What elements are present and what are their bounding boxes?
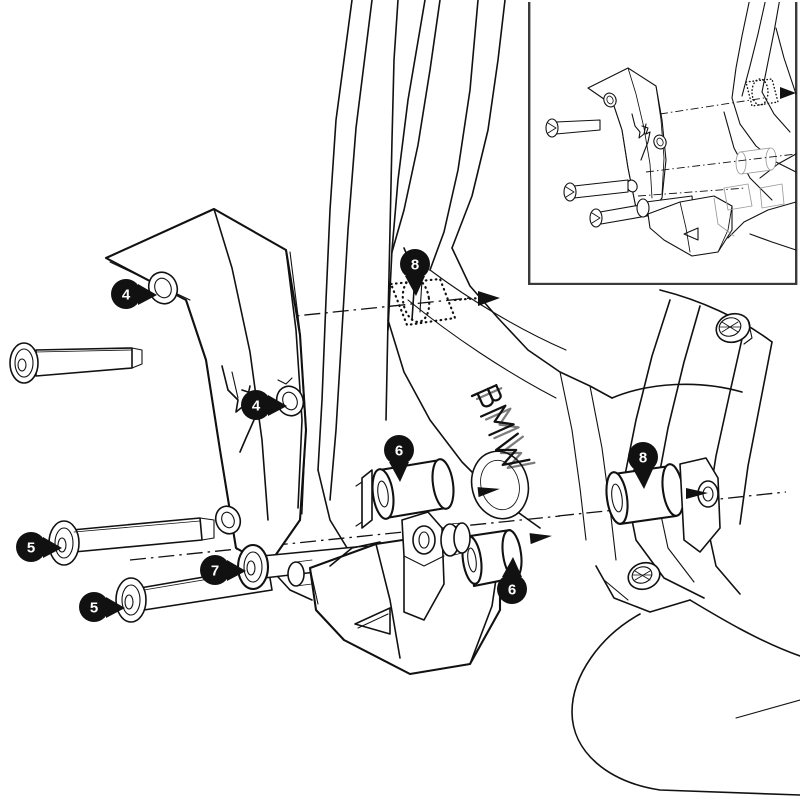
callout-5-c5b[interactable]: 5 xyxy=(79,592,125,622)
inset-bolts xyxy=(545,118,694,228)
callout-number: 4 xyxy=(122,287,131,304)
callout-4-c4b[interactable]: 4 xyxy=(241,390,287,420)
callout-number: 7 xyxy=(211,563,219,580)
centerline-upper xyxy=(275,297,471,319)
callout-8-c8b[interactable]: 8 xyxy=(628,442,658,489)
callout-tail xyxy=(43,537,62,558)
callout-number: 6 xyxy=(395,443,403,460)
callout-6-c6b[interactable]: 6 xyxy=(497,557,527,604)
bolt-boss-lower xyxy=(627,561,661,591)
skid-plate-cutout xyxy=(354,607,391,635)
bolt-boss-upper xyxy=(715,312,753,345)
callout-number: 5 xyxy=(27,540,35,557)
callout-number: 6 xyxy=(508,582,516,599)
callout-bubble xyxy=(497,574,527,604)
bracket-eyelet-bottom xyxy=(214,505,242,535)
callout-tail xyxy=(405,276,425,296)
direction-arrow-mid-lower xyxy=(529,533,552,545)
callout-bubble xyxy=(200,555,230,585)
callout-bubble xyxy=(16,532,46,562)
callout-tail xyxy=(227,560,246,581)
callout-number: 5 xyxy=(90,600,98,617)
callout-tail xyxy=(502,557,522,577)
inset-engine xyxy=(723,0,797,251)
callout-bubble xyxy=(400,249,430,279)
callout-bubble xyxy=(79,592,109,622)
inset-linework xyxy=(528,0,798,286)
callout-bubble xyxy=(628,442,658,472)
callout-bubble xyxy=(241,390,271,420)
callout-5-c5a[interactable]: 5 xyxy=(16,532,62,562)
install-ghost-upper xyxy=(389,277,500,327)
callout-8-c8a[interactable]: 8 xyxy=(400,249,430,296)
inset-skid-plate xyxy=(647,195,733,257)
inset-bushings xyxy=(713,147,785,237)
direction-arrow-upper xyxy=(478,291,500,306)
callout-tail xyxy=(268,395,287,416)
callout-6-c6a[interactable]: 6 xyxy=(384,435,414,482)
callout-number: 8 xyxy=(639,450,647,467)
callout-tail xyxy=(389,462,409,482)
callout-tail xyxy=(106,597,125,618)
callout-tail xyxy=(138,284,157,305)
direction-arrow-mid-upper xyxy=(477,487,500,498)
engine-and-frame xyxy=(317,0,800,796)
callout-tail xyxy=(633,469,653,489)
bolt-upper xyxy=(9,342,143,384)
clevis-bracket xyxy=(401,511,445,621)
callout-4-c4a[interactable]: 4 xyxy=(111,279,157,309)
detail-inset xyxy=(528,0,798,286)
callout-number: 8 xyxy=(411,257,419,274)
direction-arrow-right xyxy=(686,488,708,499)
callout-7-c7[interactable]: 7 xyxy=(200,555,246,585)
spacer-bushing-6b xyxy=(461,528,523,588)
centerline-lower xyxy=(129,515,561,561)
bolt-middle xyxy=(48,517,215,566)
callout-bubble xyxy=(111,279,141,309)
callout-number: 4 xyxy=(252,398,261,415)
collar-stack-center xyxy=(440,522,471,557)
collar-washer-aux xyxy=(287,559,313,587)
callout-bubble xyxy=(384,435,414,465)
bmw-emboss-shadow xyxy=(475,387,536,470)
